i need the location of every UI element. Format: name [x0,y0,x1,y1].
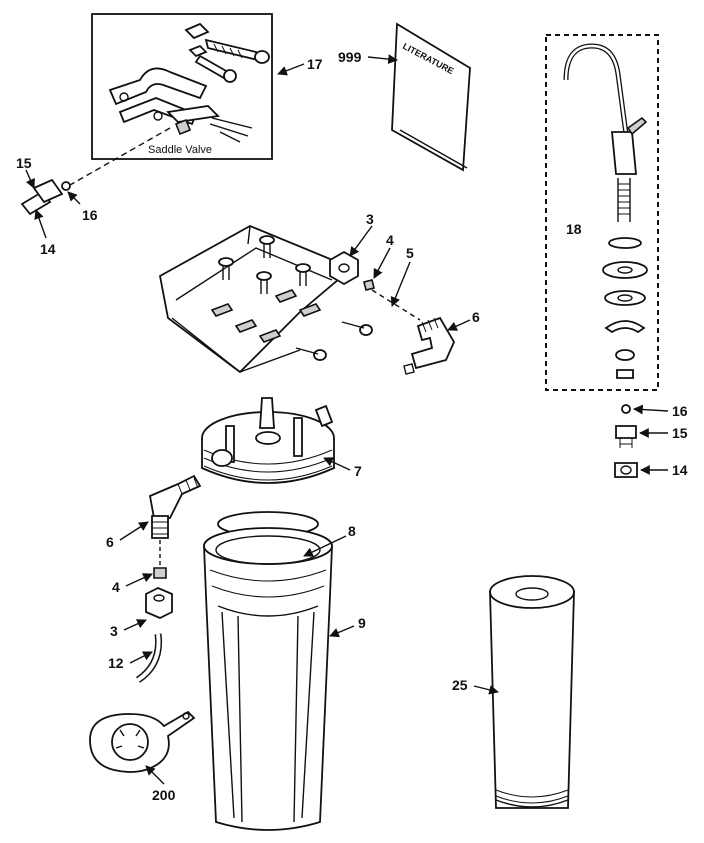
tubing [135,633,163,683]
label-4-top: 4 [386,232,394,248]
label-8: 8 [348,523,356,539]
label-6-left: 6 [106,534,114,550]
elbow-fitting-left [148,474,202,539]
filter-sump [203,527,333,831]
literature-booklet: LITERATURE [391,22,471,172]
bracket-screws [218,235,373,361]
compression-fitting-left [20,178,71,216]
saddle-valve-caption: Saddle Valve [148,144,212,156]
label-18: 18 [566,221,582,237]
label-16-left: 16 [82,207,98,223]
label-999: 999 [338,49,362,65]
label-17: 17 [307,56,323,72]
label-14-left: 14 [40,241,56,257]
saddle-screw [188,44,237,83]
saddle-valve-kit: Saddle Valve [69,13,273,186]
part-labels: 17 999 15 16 14 3 4 5 6 18 16 15 14 7 8 … [16,49,688,803]
elbow-fitting-top [403,316,456,375]
label-15-left: 15 [16,155,32,171]
housing-wrench [89,710,196,773]
label-4-left: 4 [112,579,120,595]
label-3-left: 3 [110,623,118,639]
leader-lines [25,54,669,785]
label-200: 200 [152,787,176,803]
filter-cartridge [489,575,575,809]
label-14-right: 14 [672,462,688,478]
label-9: 9 [358,615,366,631]
label-3-top: 3 [366,211,374,227]
mounting-bracket [158,225,354,374]
saddle-bolt [184,22,270,64]
housing-cap [201,397,335,484]
compression-nut-top [329,250,359,286]
label-16-right: 16 [672,403,688,419]
label-7: 7 [354,463,362,479]
saddle-valve-body [166,105,253,143]
label-15-right: 15 [672,425,688,441]
ferrule-left [153,567,167,579]
compression-fitting-right [614,404,638,478]
label-5: 5 [406,245,414,261]
label-12: 12 [108,655,124,671]
label-25: 25 [452,677,468,693]
ferrule-top [363,279,375,291]
label-6-top: 6 [472,309,480,325]
faucet-kit [545,34,659,391]
compression-nut-left [145,587,173,619]
